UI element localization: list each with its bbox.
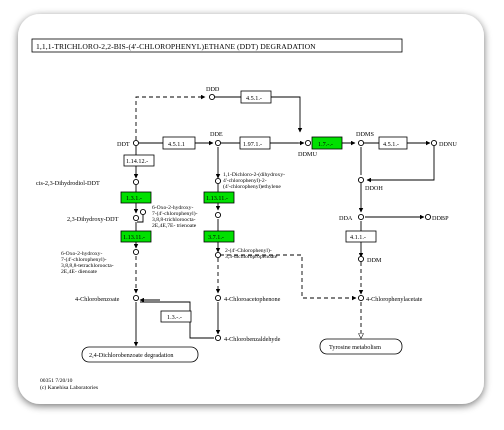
node-trienoate-left: [139, 208, 147, 216]
compound-ddms[interactable]: DDMS: [356, 131, 374, 138]
compound-ddd[interactable]: DDD: [206, 86, 220, 93]
compound-dda[interactable]: DDA: [339, 215, 353, 222]
compound-chlorobenzaldehyde[interactable]: 4-Chlorobenzaldehyde: [224, 336, 281, 343]
enzyme-box[interactable]: [162, 136, 196, 150]
compound-oxo-hydroxy-line2[interactable]: 7-(4'-chlorophenyl)-: [152, 210, 198, 217]
compound-oxo-tetrachloro-line3[interactable]: 3,8,8,8-tetrachloroocta-: [61, 263, 114, 269]
compound-propenoate-line1[interactable]: 2-(4'-Chlorophenyl)-: [225, 247, 272, 254]
node-trienoate: [214, 211, 222, 219]
enzyme-box[interactable]: [378, 136, 408, 150]
node-ddmu: [304, 139, 312, 147]
edge-ddt-ddd: [135, 94, 206, 140]
node-chlorobenzaldehyde: [214, 334, 222, 342]
enzyme-label: 1.13.11.-: [206, 195, 228, 202]
compound-oxo-hydroxy-line1[interactable]: 6-Oxo-2-hydroxy-: [152, 205, 193, 211]
footer-lab: (c) Kanehisa Laboratories: [40, 384, 98, 391]
enzyme-box[interactable]: [345, 230, 377, 243]
compound-dichloro-dihydroxy-line3[interactable]: (4'-chlorophenyl)ethylene: [223, 183, 281, 190]
compound-chlorobenzoate[interactable]: 4-Chlorobenzoate: [75, 296, 120, 303]
compound-oxo-hydroxy-line4[interactable]: 2E,4E,7E- trienoate: [152, 223, 197, 229]
compound-oxo-tetrachloro-line4[interactable]: 2E,4E- dienoate: [61, 269, 98, 275]
compound-oxo-hydroxy-line3[interactable]: 3,8,8-trichloroocta-: [152, 217, 196, 223]
compound-ddmu[interactable]: DDMU: [298, 151, 317, 158]
node-ddnu: [430, 139, 438, 147]
link-tyrosine-label: Tyrosine metabolism: [329, 344, 381, 351]
node-ddd: [208, 93, 216, 101]
node-dihydroxy-ddt: [132, 214, 140, 222]
pathway-title: 1,1,1-TRICHLORO-2,2-BIS-(4'-CHLOROPHENYL…: [36, 42, 316, 51]
enzyme-label: 3.7.1.-: [208, 234, 224, 241]
node-propenoate: [214, 251, 222, 259]
node-tetrachloro: [132, 248, 140, 256]
enzyme-box-highlighted[interactable]: [203, 191, 235, 204]
compound-dde[interactable]: DDE: [210, 131, 223, 138]
compound-oxo-tetrachloro-line2[interactable]: 7-(4'-chlorophenyl)-: [61, 256, 107, 263]
enzyme-label: 1.97.1.-: [243, 141, 262, 148]
compound-oxo-tetrachloro-line1[interactable]: 6-Oxo-2-hydroxy-: [61, 251, 102, 257]
node-chlorophenylacetate: [357, 294, 365, 302]
compound-ddoh[interactable]: DDOH: [365, 185, 383, 192]
enzyme-label: 4.5.1.1: [168, 141, 185, 148]
enzyme-label: 1.3.1.-: [126, 195, 142, 202]
node-ddbp: [424, 213, 432, 221]
enzyme-box-highlighted[interactable]: [120, 191, 152, 204]
node-chloroacetophenone: [214, 294, 222, 302]
compound-dichloro-dihydroxy-line1[interactable]: 1,1-Dichloro-2-(dihydroxy-: [223, 171, 285, 178]
compound-cis-dihydrodiol[interactable]: cis-2,3-Dihydrodiol-DDT: [36, 180, 100, 187]
compound-dichloro-dihydroxy-line2[interactable]: 4'-chlorophenyl)-2-: [223, 177, 267, 184]
node-ddoh: [357, 176, 365, 184]
node-dda: [357, 213, 365, 221]
node-dichloro-dihydroxy: [214, 177, 222, 185]
enzyme-box[interactable]: [240, 90, 272, 104]
edge-ddnu-ddoh: [366, 146, 435, 183]
link-tyrosine-metabolism[interactable]: [319, 338, 403, 355]
node-dde: [214, 139, 222, 147]
enzyme-label: 1.13.11.-: [123, 234, 145, 241]
link-dichlorobenzoate-degradation[interactable]: [81, 346, 199, 363]
enzyme-box[interactable]: [239, 136, 271, 150]
enzyme-box[interactable]: [123, 154, 155, 167]
node-ddm: [357, 255, 365, 263]
compound-propenoate-line2[interactable]: 3,3-dichloropropenoate: [225, 254, 278, 260]
compound-dihydroxy-ddt[interactable]: 2,3-Dihydroxy-DDT: [67, 216, 119, 223]
card-frame: [18, 14, 484, 404]
enzyme-box-highlighted[interactable]: [203, 230, 235, 243]
title-box: [31, 38, 403, 53]
node-ddt: [132, 139, 140, 147]
enzyme-label: 4.5.1.-: [246, 95, 262, 102]
enzyme-label: 4.1.1.-: [350, 234, 366, 241]
compound-ddm[interactable]: DDM: [367, 257, 382, 264]
enzyme-box-highlighted[interactable]: [311, 136, 343, 150]
link-dichlorobenzoate-label: 2,4-Dichlorobenzoate degradation: [89, 352, 174, 359]
node-cis-dihydrodiol: [132, 178, 140, 186]
footer-date: 00351 7/20/10: [40, 378, 73, 384]
compound-chlorophenylacetate[interactable]: 4-Chlorophenylacetate: [366, 296, 423, 303]
compound-ddnu[interactable]: DDNU: [439, 141, 457, 148]
compound-ddt[interactable]: DDT: [117, 141, 130, 148]
enzyme-box-highlighted[interactable]: [120, 230, 152, 243]
enzyme-label: 1.3.-.-: [167, 314, 182, 321]
enzyme-box[interactable]: [160, 310, 192, 323]
enzyme-label: 1.14.12.-: [126, 158, 148, 165]
node-chlorobenzoate: [132, 294, 140, 302]
edge-dihydroxy-trienoate: [137, 214, 144, 223]
compound-chloroacetophenone[interactable]: 4-Chloroacetophenone: [224, 296, 281, 303]
enzyme-label: 4.5.1.-: [383, 141, 399, 148]
node-ddms: [357, 139, 365, 147]
compound-ddbp[interactable]: DDBP: [432, 215, 449, 222]
enzyme-label: 1.7.-.-: [318, 141, 333, 148]
